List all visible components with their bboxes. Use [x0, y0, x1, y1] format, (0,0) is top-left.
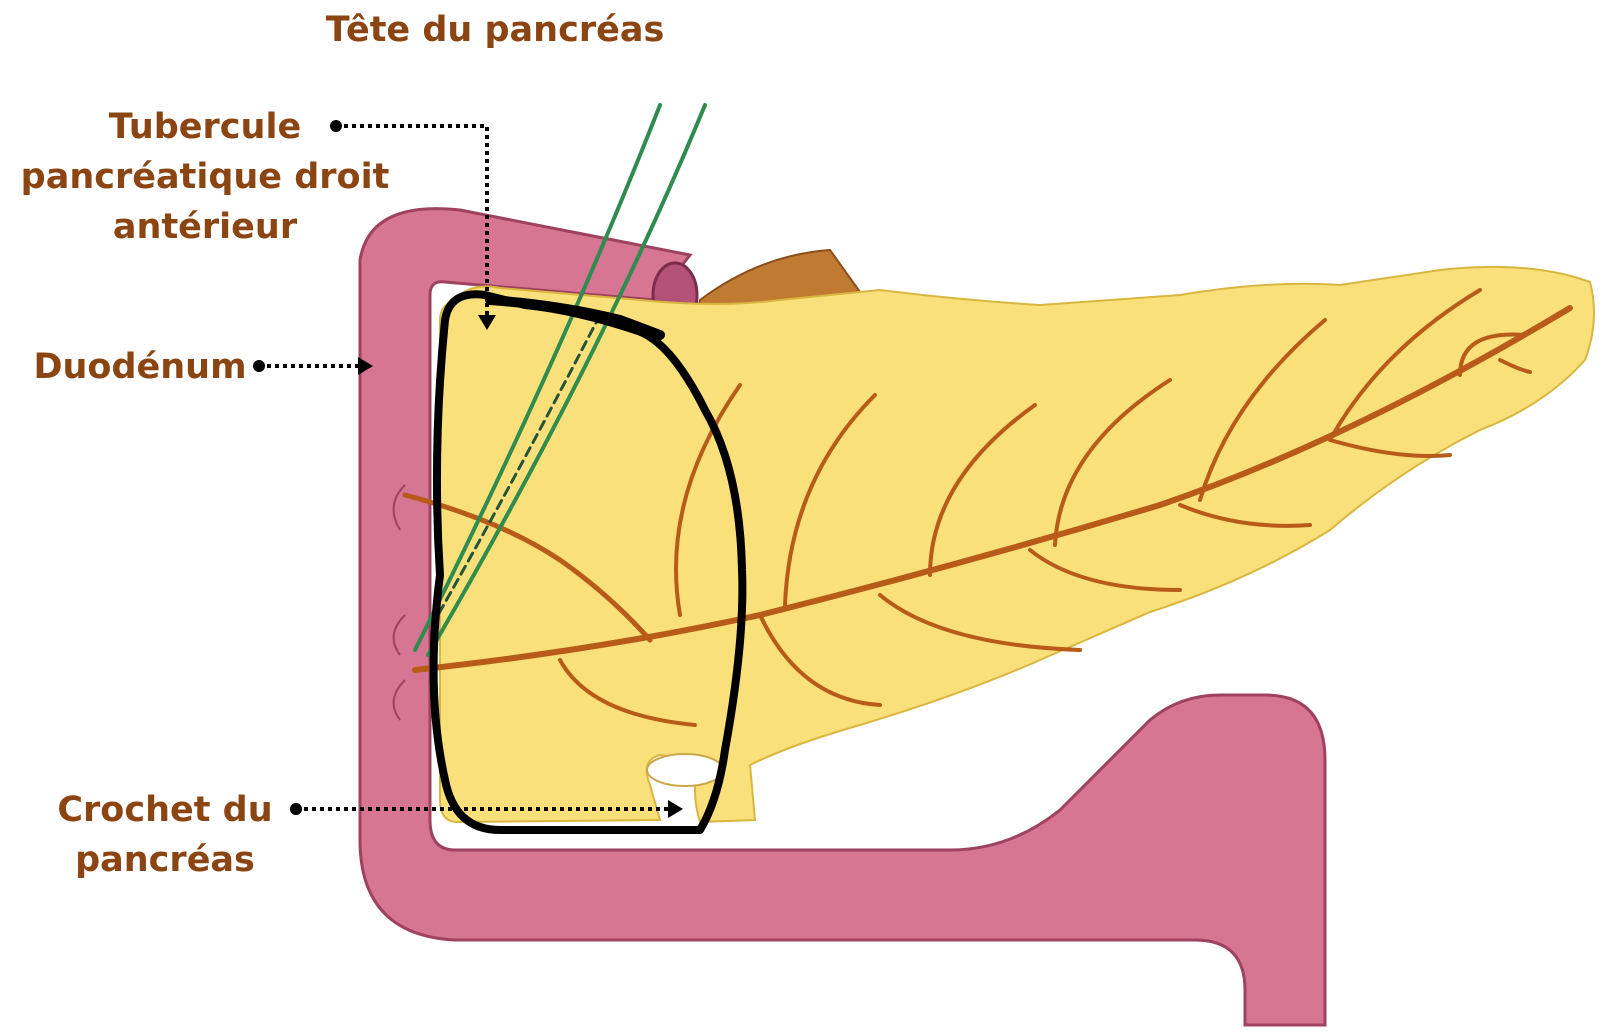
label-duodenum: Duodénum — [30, 342, 250, 392]
label-tubercule-line-3: antérieur — [5, 202, 405, 252]
title-tete-du-pancreas: Tête du pancréas — [290, 5, 700, 55]
label-tubercule: Tubercule pancréatique droit antérieur — [5, 102, 405, 252]
label-crochet: Crochet du pancréas — [40, 785, 290, 885]
pointer-duodenum — [253, 357, 373, 375]
notch — [647, 754, 723, 786]
label-tubercule-line-2: pancréatique droit — [5, 152, 405, 202]
label-tubercule-line-1: Tubercule — [5, 102, 405, 152]
label-crochet-line-1: Crochet du — [40, 785, 290, 835]
label-crochet-line-2: pancréas — [40, 835, 290, 885]
